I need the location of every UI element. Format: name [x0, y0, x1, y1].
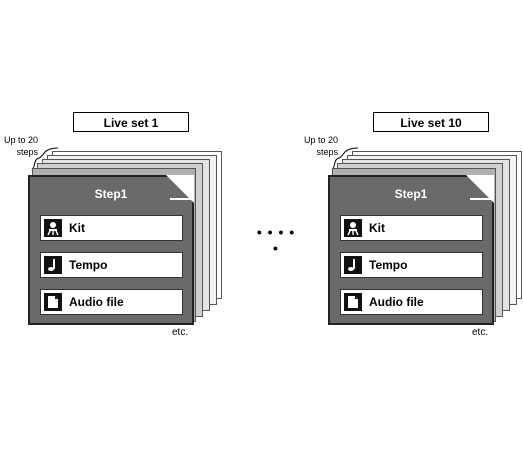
step-card: Step1 Kit Tempo: [28, 175, 194, 325]
steps-note: Up to 20 steps: [3, 135, 38, 157]
folded-corner-icon: [166, 175, 194, 203]
tempo-row: Tempo: [340, 252, 483, 278]
brace-icon: [331, 147, 359, 171]
note-icon: [344, 256, 362, 274]
liveset-label: Live set 1: [73, 112, 189, 132]
step-title: Step1: [94, 187, 128, 201]
kit-icon: [344, 219, 362, 237]
step-card: Step1 Kit Tempo: [328, 175, 494, 325]
etc-note: etc.: [172, 327, 189, 338]
liveset-diagram-10: Live set 10 Up to 20 steps Step1: [300, 0, 522, 450]
folded-corner-icon: [466, 175, 494, 203]
audio-file-label: Audio file: [69, 295, 124, 309]
step-title: Step1: [394, 187, 428, 201]
note-icon: [44, 256, 62, 274]
kit-icon: [44, 219, 62, 237]
liveset-label: Live set 10: [373, 112, 489, 132]
kit-label: Kit: [69, 221, 85, 235]
kit-label: Kit: [369, 221, 385, 235]
tempo-row: Tempo: [40, 252, 183, 278]
liveset-diagram-1: Live set 1 Up to 20 steps Step1: [0, 0, 222, 450]
ellipsis: • • • • •: [256, 224, 296, 256]
audio-file-label: Audio file: [369, 295, 424, 309]
brace-icon: [31, 147, 59, 171]
kit-row: Kit: [40, 215, 183, 241]
tempo-label: Tempo: [69, 258, 108, 272]
kit-row: Kit: [340, 215, 483, 241]
audio-file-row: Audio file: [340, 289, 483, 315]
etc-note: etc.: [472, 327, 489, 338]
steps-note: Up to 20 steps: [303, 135, 338, 157]
document-icon: [344, 293, 362, 311]
audio-file-row: Audio file: [40, 289, 183, 315]
document-icon: [44, 293, 62, 311]
tempo-label: Tempo: [369, 258, 408, 272]
